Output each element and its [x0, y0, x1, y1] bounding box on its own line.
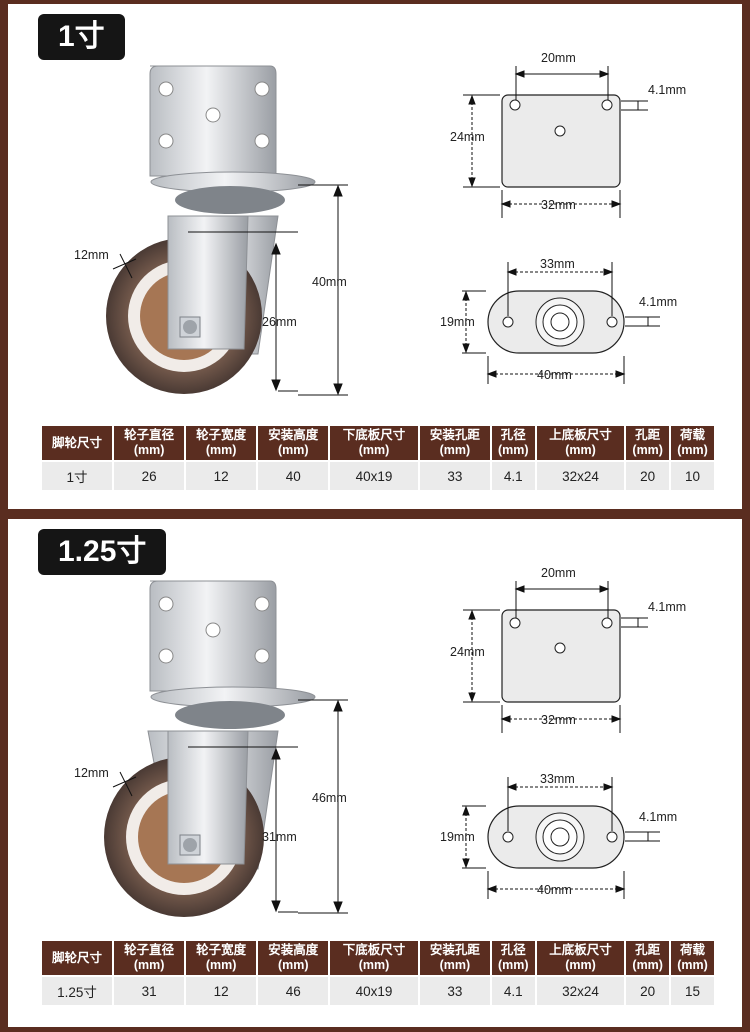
total-height-label: 46mm [312, 791, 347, 805]
table-header: 上底板尺寸(mm) [536, 426, 625, 460]
caster-diagram: 12mm 26mm 40mm 20mm 4.1mm [74, 51, 686, 396]
caster-diagram: 12mm 31mm 46mm 20mm 4.1mm 24 [74, 566, 686, 917]
table-cell: 40x19 [330, 462, 418, 490]
table-cell: 31 [114, 977, 185, 1005]
spec-table: 脚轮尺寸 轮子直径(mm) 轮子宽度(mm) 安装高度(mm) 下底板尺寸(mm… [40, 939, 716, 1007]
bottom-hole-dia-label: 4.1mm [639, 295, 677, 309]
table-cell: 32x24 [536, 462, 625, 490]
top-hole-dia-label: 4.1mm [648, 83, 686, 97]
table-cell: 46 [258, 977, 329, 1005]
product-panel-1: 1寸 [8, 4, 742, 509]
caster-dimension-lines [112, 184, 348, 396]
bottom-hole-spacing-label: 33mm [540, 257, 575, 271]
bottom-plate-width-label: 40mm [537, 368, 572, 382]
table-header: 脚轮尺寸 [42, 426, 113, 460]
table-cell: 15 [671, 977, 714, 1005]
table-header: 下底板尺寸(mm) [330, 941, 418, 975]
caster-image [106, 65, 316, 394]
size-title: 1寸 [38, 14, 125, 60]
table-cell: 4.1 [491, 977, 535, 1005]
top-plate-height-label: 24mm [450, 645, 485, 659]
table-cell: 10 [671, 462, 714, 490]
bottom-plate-drawing [462, 777, 660, 899]
table-header: 荷载(mm) [671, 426, 714, 460]
table-header: 孔距(mm) [626, 426, 670, 460]
top-hole-spacing-label: 20mm [541, 51, 576, 65]
tread-label: 12mm [74, 766, 109, 780]
table-cell: 32x24 [536, 977, 625, 1005]
table-row: 1寸 26 12 40 40x19 33 4.1 32x24 20 10 [42, 462, 714, 490]
bottom-plate-height-label: 19mm [440, 830, 475, 844]
bottom-hole-spacing-label: 33mm [540, 772, 575, 786]
table-header: 轮子宽度(mm) [186, 941, 257, 975]
table-cell: 20 [626, 462, 670, 490]
top-hole-dia-label: 4.1mm [648, 600, 686, 614]
top-plate-drawing [463, 581, 648, 733]
bottom-plate-width-label: 40mm [537, 883, 572, 897]
table-header: 安装孔距(mm) [419, 941, 490, 975]
table-header: 轮子宽度(mm) [186, 426, 257, 460]
table-header: 轮子直径(mm) [114, 941, 185, 975]
top-plate-height-label: 24mm [450, 130, 485, 144]
wheel-diameter-label: 31mm [262, 830, 297, 844]
table-cell: 33 [419, 977, 490, 1005]
table-cell: 26 [114, 462, 185, 490]
table-header: 安装高度(mm) [258, 426, 329, 460]
table-header: 安装高度(mm) [258, 941, 329, 975]
top-plate-drawing [463, 66, 648, 218]
table-cell: 4.1 [491, 462, 535, 490]
caster-image [104, 580, 316, 917]
size-title: 1.25寸 [38, 529, 167, 575]
table-cell: 1.25寸 [42, 977, 113, 1005]
table-cell: 40x19 [330, 977, 418, 1005]
table-header-row: 脚轮尺寸 轮子直径(mm) 轮子宽度(mm) 安装高度(mm) 下底板尺寸(mm… [42, 426, 714, 460]
table-header: 下底板尺寸(mm) [330, 426, 418, 460]
table-header: 上底板尺寸(mm) [536, 941, 625, 975]
table-row: 1.25寸 31 12 46 40x19 33 4.1 32x24 20 15 [42, 977, 714, 1005]
top-plate-width-label: 32mm [541, 198, 576, 212]
table-header: 孔径(mm) [491, 941, 535, 975]
bottom-plate-height-label: 19mm [440, 315, 475, 329]
table-header: 孔径(mm) [491, 426, 535, 460]
table-header-row: 脚轮尺寸 轮子直径(mm) 轮子宽度(mm) 安装高度(mm) 下底板尺寸(mm… [42, 941, 714, 975]
product-panel-2: 1.25寸 [8, 519, 742, 1027]
table-cell: 40 [258, 462, 329, 490]
spec-table: 脚轮尺寸 轮子直径(mm) 轮子宽度(mm) 安装高度(mm) 下底板尺寸(mm… [40, 424, 716, 492]
table-header: 轮子直径(mm) [114, 426, 185, 460]
table-header: 脚轮尺寸 [42, 941, 113, 975]
top-plate-width-label: 32mm [541, 713, 576, 727]
bottom-hole-dia-label: 4.1mm [639, 810, 677, 824]
table-cell: 12 [186, 977, 257, 1005]
wheel-diameter-label: 26mm [262, 315, 297, 329]
table-cell: 1寸 [42, 462, 113, 490]
table-cell: 33 [419, 462, 490, 490]
table-cell: 12 [186, 462, 257, 490]
table-header: 孔距(mm) [626, 941, 670, 975]
caster-dimension-lines [112, 699, 348, 914]
bottom-plate-drawing [462, 262, 660, 384]
table-header: 荷载(mm) [671, 941, 714, 975]
table-cell: 20 [626, 977, 670, 1005]
total-height-label: 40mm [312, 275, 347, 289]
table-header: 安装孔距(mm) [419, 426, 490, 460]
top-hole-spacing-label: 20mm [541, 566, 576, 580]
tread-label: 12mm [74, 248, 109, 262]
